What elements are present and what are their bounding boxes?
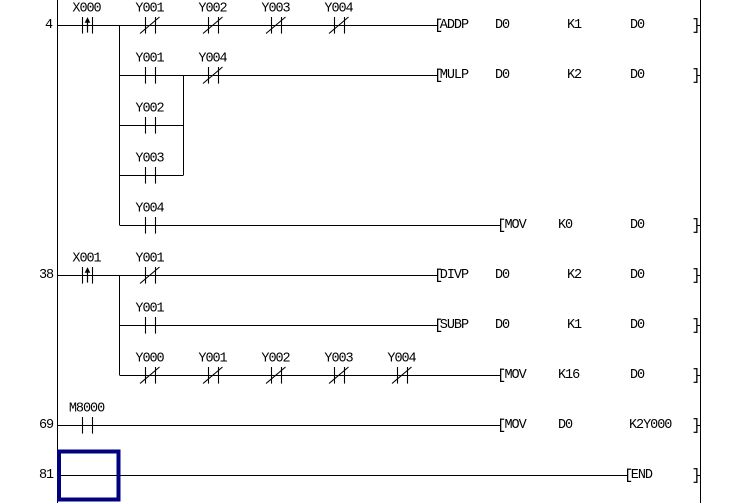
svg-text:D0: D0 — [558, 418, 573, 433]
svg-text:Y001: Y001 — [135, 2, 164, 17]
svg-text:X000: X000 — [72, 2, 101, 17]
svg-text:K1: K1 — [567, 18, 582, 33]
svg-text:K0: K0 — [558, 218, 573, 233]
svg-text:K2: K2 — [567, 268, 582, 283]
svg-text:Y001: Y001 — [135, 302, 164, 317]
svg-text:M8000: M8000 — [69, 402, 105, 417]
svg-text:Y004: Y004 — [324, 2, 353, 17]
svg-text:Y002: Y002 — [198, 2, 227, 17]
svg-text:4: 4 — [45, 18, 53, 33]
svg-text:K2Y000: K2Y000 — [629, 418, 672, 433]
svg-text:D0: D0 — [495, 268, 510, 283]
svg-text:DIVP: DIVP — [440, 268, 469, 283]
svg-text:MOV: MOV — [505, 418, 528, 433]
svg-text:Y004: Y004 — [387, 352, 416, 367]
svg-text:SUBP: SUBP — [440, 318, 469, 333]
svg-text:D0: D0 — [630, 218, 645, 233]
svg-text:Y002: Y002 — [261, 352, 290, 367]
svg-text:D0: D0 — [630, 18, 645, 33]
svg-text:D0: D0 — [495, 318, 510, 333]
svg-text:K2: K2 — [567, 68, 582, 83]
svg-text:69: 69 — [39, 418, 54, 433]
svg-text:K16: K16 — [558, 368, 580, 383]
svg-text:Y004: Y004 — [198, 52, 227, 67]
svg-text:MULP: MULP — [440, 68, 469, 83]
svg-text:MOV: MOV — [505, 368, 528, 383]
svg-text:ADDP: ADDP — [440, 18, 469, 33]
svg-text:Y001: Y001 — [135, 52, 164, 67]
svg-text:81: 81 — [39, 468, 54, 483]
svg-text:K1: K1 — [567, 318, 582, 333]
svg-text:38: 38 — [39, 268, 54, 283]
svg-text:Y001: Y001 — [198, 352, 227, 367]
svg-text:Y003: Y003 — [261, 2, 290, 17]
svg-text:Y000: Y000 — [135, 352, 164, 367]
svg-text:Y003: Y003 — [324, 352, 353, 367]
svg-text:MOV: MOV — [505, 218, 528, 233]
svg-text:D0: D0 — [495, 68, 510, 83]
svg-text:Y003: Y003 — [135, 152, 164, 167]
svg-text:D0: D0 — [630, 68, 645, 83]
svg-text:D0: D0 — [630, 368, 645, 383]
svg-text:X001: X001 — [72, 252, 101, 267]
svg-text:Y004: Y004 — [135, 202, 164, 217]
svg-text:D0: D0 — [630, 268, 645, 283]
svg-text:Y002: Y002 — [135, 102, 164, 117]
svg-text:END: END — [631, 468, 653, 483]
svg-text:Y001: Y001 — [135, 252, 164, 267]
svg-text:D0: D0 — [630, 318, 645, 333]
svg-text:D0: D0 — [495, 18, 510, 33]
